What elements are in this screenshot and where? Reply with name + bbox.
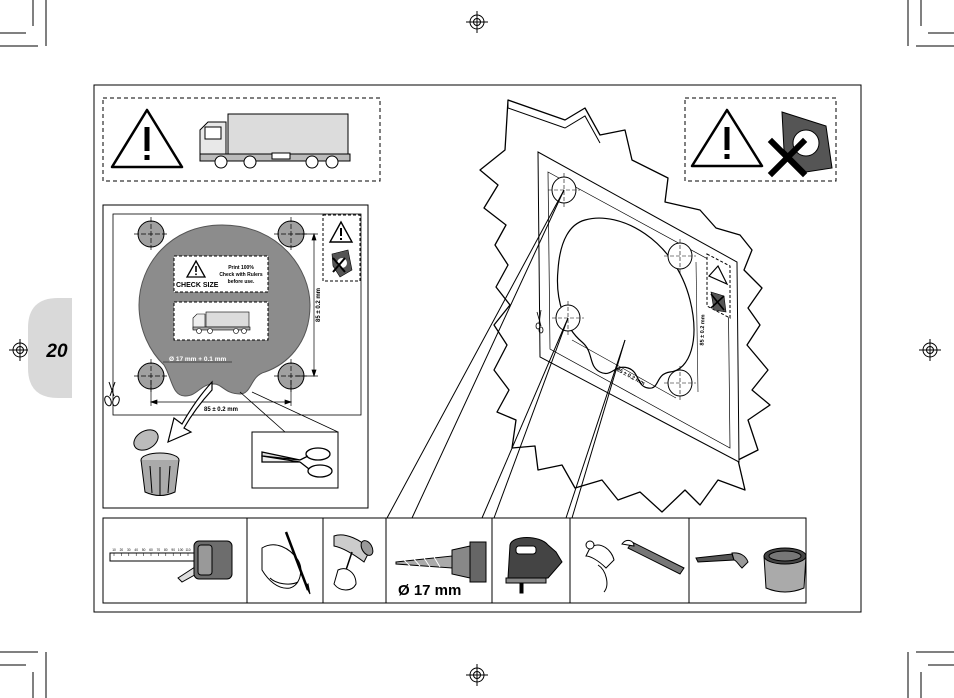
hole-size-label: Ø 17 mm + 0.1 mm — [169, 356, 226, 363]
warning-triangle-icon — [110, 108, 184, 169]
ruler-tick-label: 90 — [171, 548, 175, 552]
warning-triangle-icon — [185, 259, 207, 278]
print-note-line2: Check with Rulers — [219, 272, 263, 278]
paint-can-icon — [763, 547, 807, 593]
ruler-tick-label: 20 — [120, 548, 124, 552]
warning-triangle-icon — [328, 220, 354, 243]
registration-mark-bottom — [466, 664, 488, 686]
registration-mark-top — [466, 11, 488, 33]
hand-file-icon — [585, 539, 685, 593]
ruler-tick-label: 100 — [178, 548, 184, 552]
warning-plate-panel — [684, 97, 837, 182]
main-frame — [93, 84, 862, 613]
print-note-line3: before use. — [228, 279, 255, 285]
jigsaw-icon — [505, 537, 563, 594]
cross-icon — [767, 137, 808, 178]
vertical-dimension-label: 85 ± 0.2 mm — [316, 288, 322, 322]
page-tab: 20 — [28, 298, 72, 398]
ruler-tick-label: 50 — [142, 548, 146, 552]
registration-mark-right — [919, 339, 941, 361]
ruler-tick-label: 70 — [157, 548, 161, 552]
ruler-tick-label: 110 — [185, 548, 190, 552]
drill-size-label: Ø 17 mm — [398, 582, 461, 599]
scissors-icon — [261, 447, 333, 478]
truck-icon — [192, 311, 251, 334]
wall-mounting-illustration: 85 ± 0.2 mm 85 ± 0.2 mm — [386, 99, 771, 519]
discard-arrow — [167, 380, 213, 444]
paint-brush-icon — [695, 552, 749, 569]
hand-awl-icon — [333, 534, 374, 591]
page-number: 20 — [45, 341, 68, 362]
ruler-tick-label: 80 — [164, 548, 168, 552]
truck-icon — [199, 113, 351, 169]
horizontal-dimension-label: 85 ± 0.2 mm — [204, 407, 238, 413]
bent-plate-icon — [331, 249, 353, 278]
template-panel: CHECK SIZE Print 100% Check with Rulers … — [102, 204, 369, 509]
scissors-icon — [104, 381, 120, 407]
print-note-line1: Print 100% — [228, 265, 254, 271]
drill-bit-icon — [395, 541, 487, 583]
bent-plate-icon — [710, 291, 727, 313]
trash-bin-icon — [133, 429, 180, 496]
ruler-tick-label: 10 — [112, 548, 116, 552]
ruler-tick-label: 30 — [127, 548, 131, 552]
dimension-horizontal — [149, 380, 293, 406]
wall-dimension-lines — [571, 261, 699, 399]
scissors-icon — [535, 309, 544, 334]
warning-truck-panel — [102, 97, 381, 182]
registration-mark-left — [9, 339, 31, 361]
ruler-tick-label: 60 — [149, 548, 153, 552]
check-size-label: CHECK SIZE — [176, 282, 219, 289]
wall-vertical-dimension-label: 85 ± 0.2 mm — [699, 314, 706, 345]
warning-triangle-icon — [708, 264, 729, 286]
ruler-tick-label: 40 — [134, 548, 138, 552]
warning-triangle-icon — [690, 108, 764, 168]
hand-pencil-icon — [261, 531, 311, 595]
callout-lines — [386, 189, 626, 519]
dimension-vertical — [296, 232, 318, 378]
